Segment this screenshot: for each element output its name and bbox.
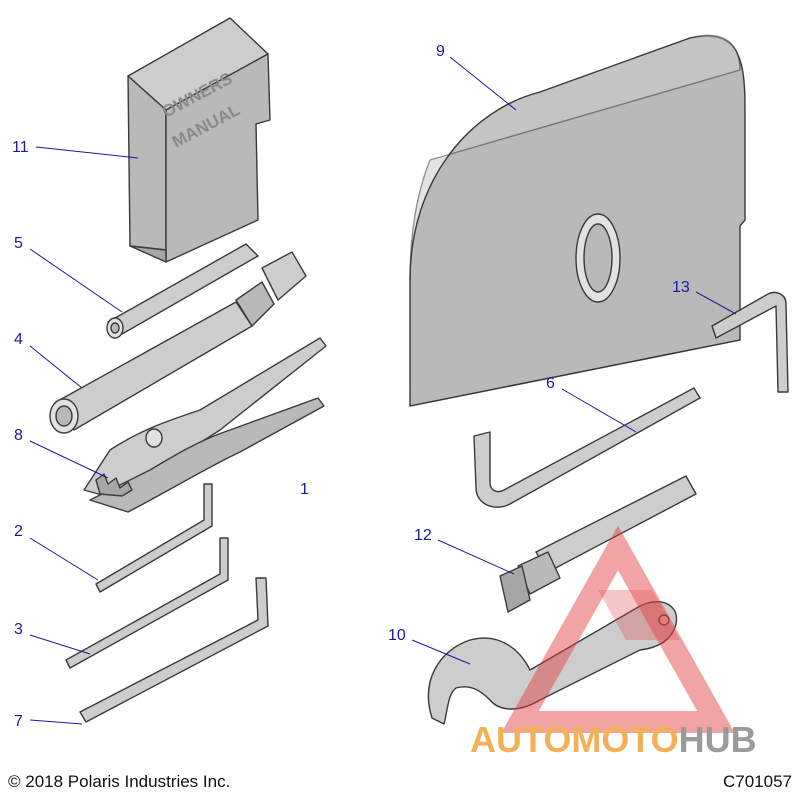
callout-11: 11: [12, 139, 29, 156]
callout-3: 3: [14, 621, 23, 638]
watermark-text-hub: HUB: [679, 719, 757, 760]
svg-text:AUTOMOTOHUB: AUTOMOTOHUB: [470, 719, 757, 760]
callout-7: 7: [14, 713, 23, 730]
watermark-triangle-icon: [501, 525, 735, 733]
callout-5: 5: [14, 235, 23, 252]
spanner-wrench-part: [427, 601, 678, 725]
callout-10: 10: [388, 627, 406, 644]
l-wrench-medium-part: [65, 537, 229, 669]
watermark-text-automoto: AUTOMOTO: [470, 719, 679, 760]
callout-8: 8: [14, 427, 23, 444]
callout-2: 2: [14, 523, 23, 540]
callout-13: 13: [672, 279, 690, 296]
figure-code: C701057: [722, 772, 792, 791]
callout-12: 12: [414, 527, 432, 544]
callout-1: 1: [300, 481, 309, 498]
leader-lines: [29, 56, 737, 725]
tool-pouch-part: [409, 34, 746, 407]
copyright-text: © 2018 Polaris Industries Inc.: [8, 772, 231, 791]
callout-4: 4: [14, 331, 23, 348]
callout-labels: 11 5 4 8 1 2 3 7 9 6 13 12 10: [12, 43, 690, 730]
hex-key-part: [473, 387, 701, 508]
pliers-part: [83, 337, 327, 513]
callout-6: 6: [546, 375, 555, 392]
callout-9: 9: [436, 43, 445, 60]
automotohub-watermark: AUTOMOTOHUB: [470, 525, 757, 760]
driver-tool-part: [499, 475, 697, 613]
small-tube-part: [106, 243, 259, 339]
owners-manual-part: OWNERS MANUAL: [127, 17, 271, 263]
small-hex-key-part: [711, 291, 789, 393]
spark-plug-socket-part: [49, 251, 307, 434]
l-wrench-large-part: [79, 577, 269, 723]
l-wrench-small-part: [95, 483, 213, 593]
